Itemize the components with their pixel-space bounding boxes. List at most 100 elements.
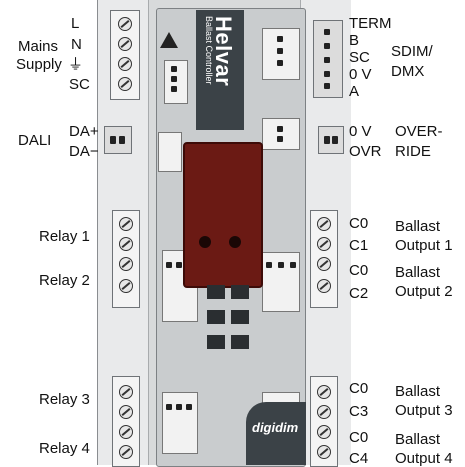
label-ballast-1: Ballast [395, 218, 441, 235]
screw-terminal[interactable] [317, 445, 331, 459]
screw-terminal[interactable] [317, 257, 331, 271]
label-output-2: Output 2 [395, 283, 453, 300]
pin [171, 66, 177, 72]
screw-terminal[interactable] [317, 425, 331, 439]
pin-a[interactable] [324, 83, 330, 89]
label-sc-right: SC [349, 49, 370, 66]
rotary-switch-1[interactable] [199, 236, 211, 248]
label-N: N [71, 36, 82, 53]
led-indicator [207, 285, 225, 299]
screw-terminal[interactable] [317, 237, 331, 251]
label-c2: C2 [349, 285, 369, 302]
dali-pin-minus[interactable] [119, 136, 125, 144]
override-label-plate [262, 118, 300, 150]
label-a: A [349, 83, 360, 100]
label-output-4: Output 4 [395, 450, 453, 467]
earth-icon: ⏚ [68, 56, 84, 73]
device-subtitle: Ballast Controller [204, 16, 214, 85]
override-connector [318, 126, 344, 154]
label-output-3: Output 3 [395, 402, 453, 419]
pin-b[interactable] [324, 43, 330, 49]
label-relay-3: Relay 3 [39, 391, 90, 408]
screw-terminal-N[interactable] [118, 37, 132, 51]
screw-terminal[interactable] [119, 217, 133, 231]
status-display-window [183, 142, 263, 288]
screw-terminal[interactable] [317, 279, 331, 293]
digidim-logo: digidim [252, 420, 299, 435]
relay-outputs-lower-plate [162, 392, 198, 454]
pin [166, 404, 172, 410]
screw-terminal-SC[interactable] [118, 77, 132, 91]
dali-label-plate [158, 132, 182, 172]
screw-terminal[interactable] [317, 217, 331, 231]
label-c0-1: C0 [349, 215, 369, 232]
label-L: L [71, 15, 80, 32]
label-sdim: SDIM/ [391, 43, 433, 60]
relay-1-2-terminal-block [112, 210, 140, 308]
pin-term[interactable] [324, 29, 330, 35]
screw-terminal[interactable] [119, 279, 133, 293]
override-pin-0v[interactable] [324, 136, 330, 144]
screw-terminal-earth[interactable] [118, 57, 132, 71]
screw-terminal[interactable] [317, 405, 331, 419]
mains-terminal-block [110, 10, 140, 100]
label-mains: Mains [18, 38, 59, 55]
screw-terminal[interactable] [119, 405, 133, 419]
label-c0-3: C0 [349, 380, 369, 397]
dali-pin-plus[interactable] [110, 136, 116, 144]
led-indicator [207, 310, 225, 324]
screw-terminal[interactable] [119, 425, 133, 439]
pin-0v[interactable] [324, 71, 330, 77]
led-indicator [207, 335, 225, 349]
label-c4: C4 [349, 450, 369, 467]
label-ovr: OVR [349, 143, 382, 160]
pin [277, 60, 283, 66]
label-da-plus: DA+ [69, 123, 99, 140]
screw-terminal[interactable] [119, 385, 133, 399]
label-ballast-2: Ballast [395, 264, 441, 281]
label-0v-sdim: 0 V [349, 66, 372, 83]
ballast-outputs-upper-plate [262, 252, 300, 312]
rotary-switch-2[interactable] [229, 236, 241, 248]
label-ballast-3: Ballast [395, 383, 441, 400]
screw-terminal[interactable] [317, 385, 331, 399]
pin [277, 36, 283, 42]
led-indicator [231, 310, 249, 324]
digidim-logo-badge: digidim [246, 402, 306, 465]
screw-terminal[interactable] [119, 445, 133, 459]
pin [171, 76, 177, 82]
label-c3: C3 [349, 403, 369, 420]
label-dmx: DMX [391, 63, 425, 80]
label-c0-2: C0 [349, 262, 369, 279]
label-b: B [349, 32, 360, 49]
pin-sc[interactable] [324, 57, 330, 63]
label-c1: C1 [349, 237, 369, 254]
label-relay-4: Relay 4 [39, 440, 90, 457]
screw-terminal-L[interactable] [118, 17, 132, 31]
pin [186, 404, 192, 410]
override-pin-ovr[interactable] [332, 136, 338, 144]
label-ballast-4: Ballast [395, 431, 441, 448]
screw-terminal[interactable] [119, 257, 133, 271]
pin [277, 48, 283, 54]
label-term: TERM [349, 15, 392, 32]
label-da-minus: DA− [69, 143, 99, 160]
label-SC: SC [69, 76, 90, 93]
warning-icon [160, 32, 178, 48]
pin [176, 404, 182, 410]
label-ride: RIDE [395, 143, 431, 160]
brand-strip: Helvar Ballast Controller [196, 10, 244, 130]
pin [277, 136, 283, 142]
label-relay-2: Relay 2 [39, 272, 90, 289]
label-relay-1: Relay 1 [39, 228, 90, 245]
ballast-3-4-terminal-block [310, 376, 338, 467]
ballast-1-2-terminal-block [310, 210, 338, 308]
dali-connector [104, 126, 132, 154]
screw-terminal[interactable] [119, 237, 133, 251]
label-output-1: Output 1 [395, 237, 453, 254]
relay-3-4-terminal-block [112, 376, 140, 467]
label-supply: Supply [16, 56, 62, 73]
pin [166, 262, 172, 268]
label-override: OVER- [395, 123, 443, 140]
led-indicator [231, 285, 249, 299]
